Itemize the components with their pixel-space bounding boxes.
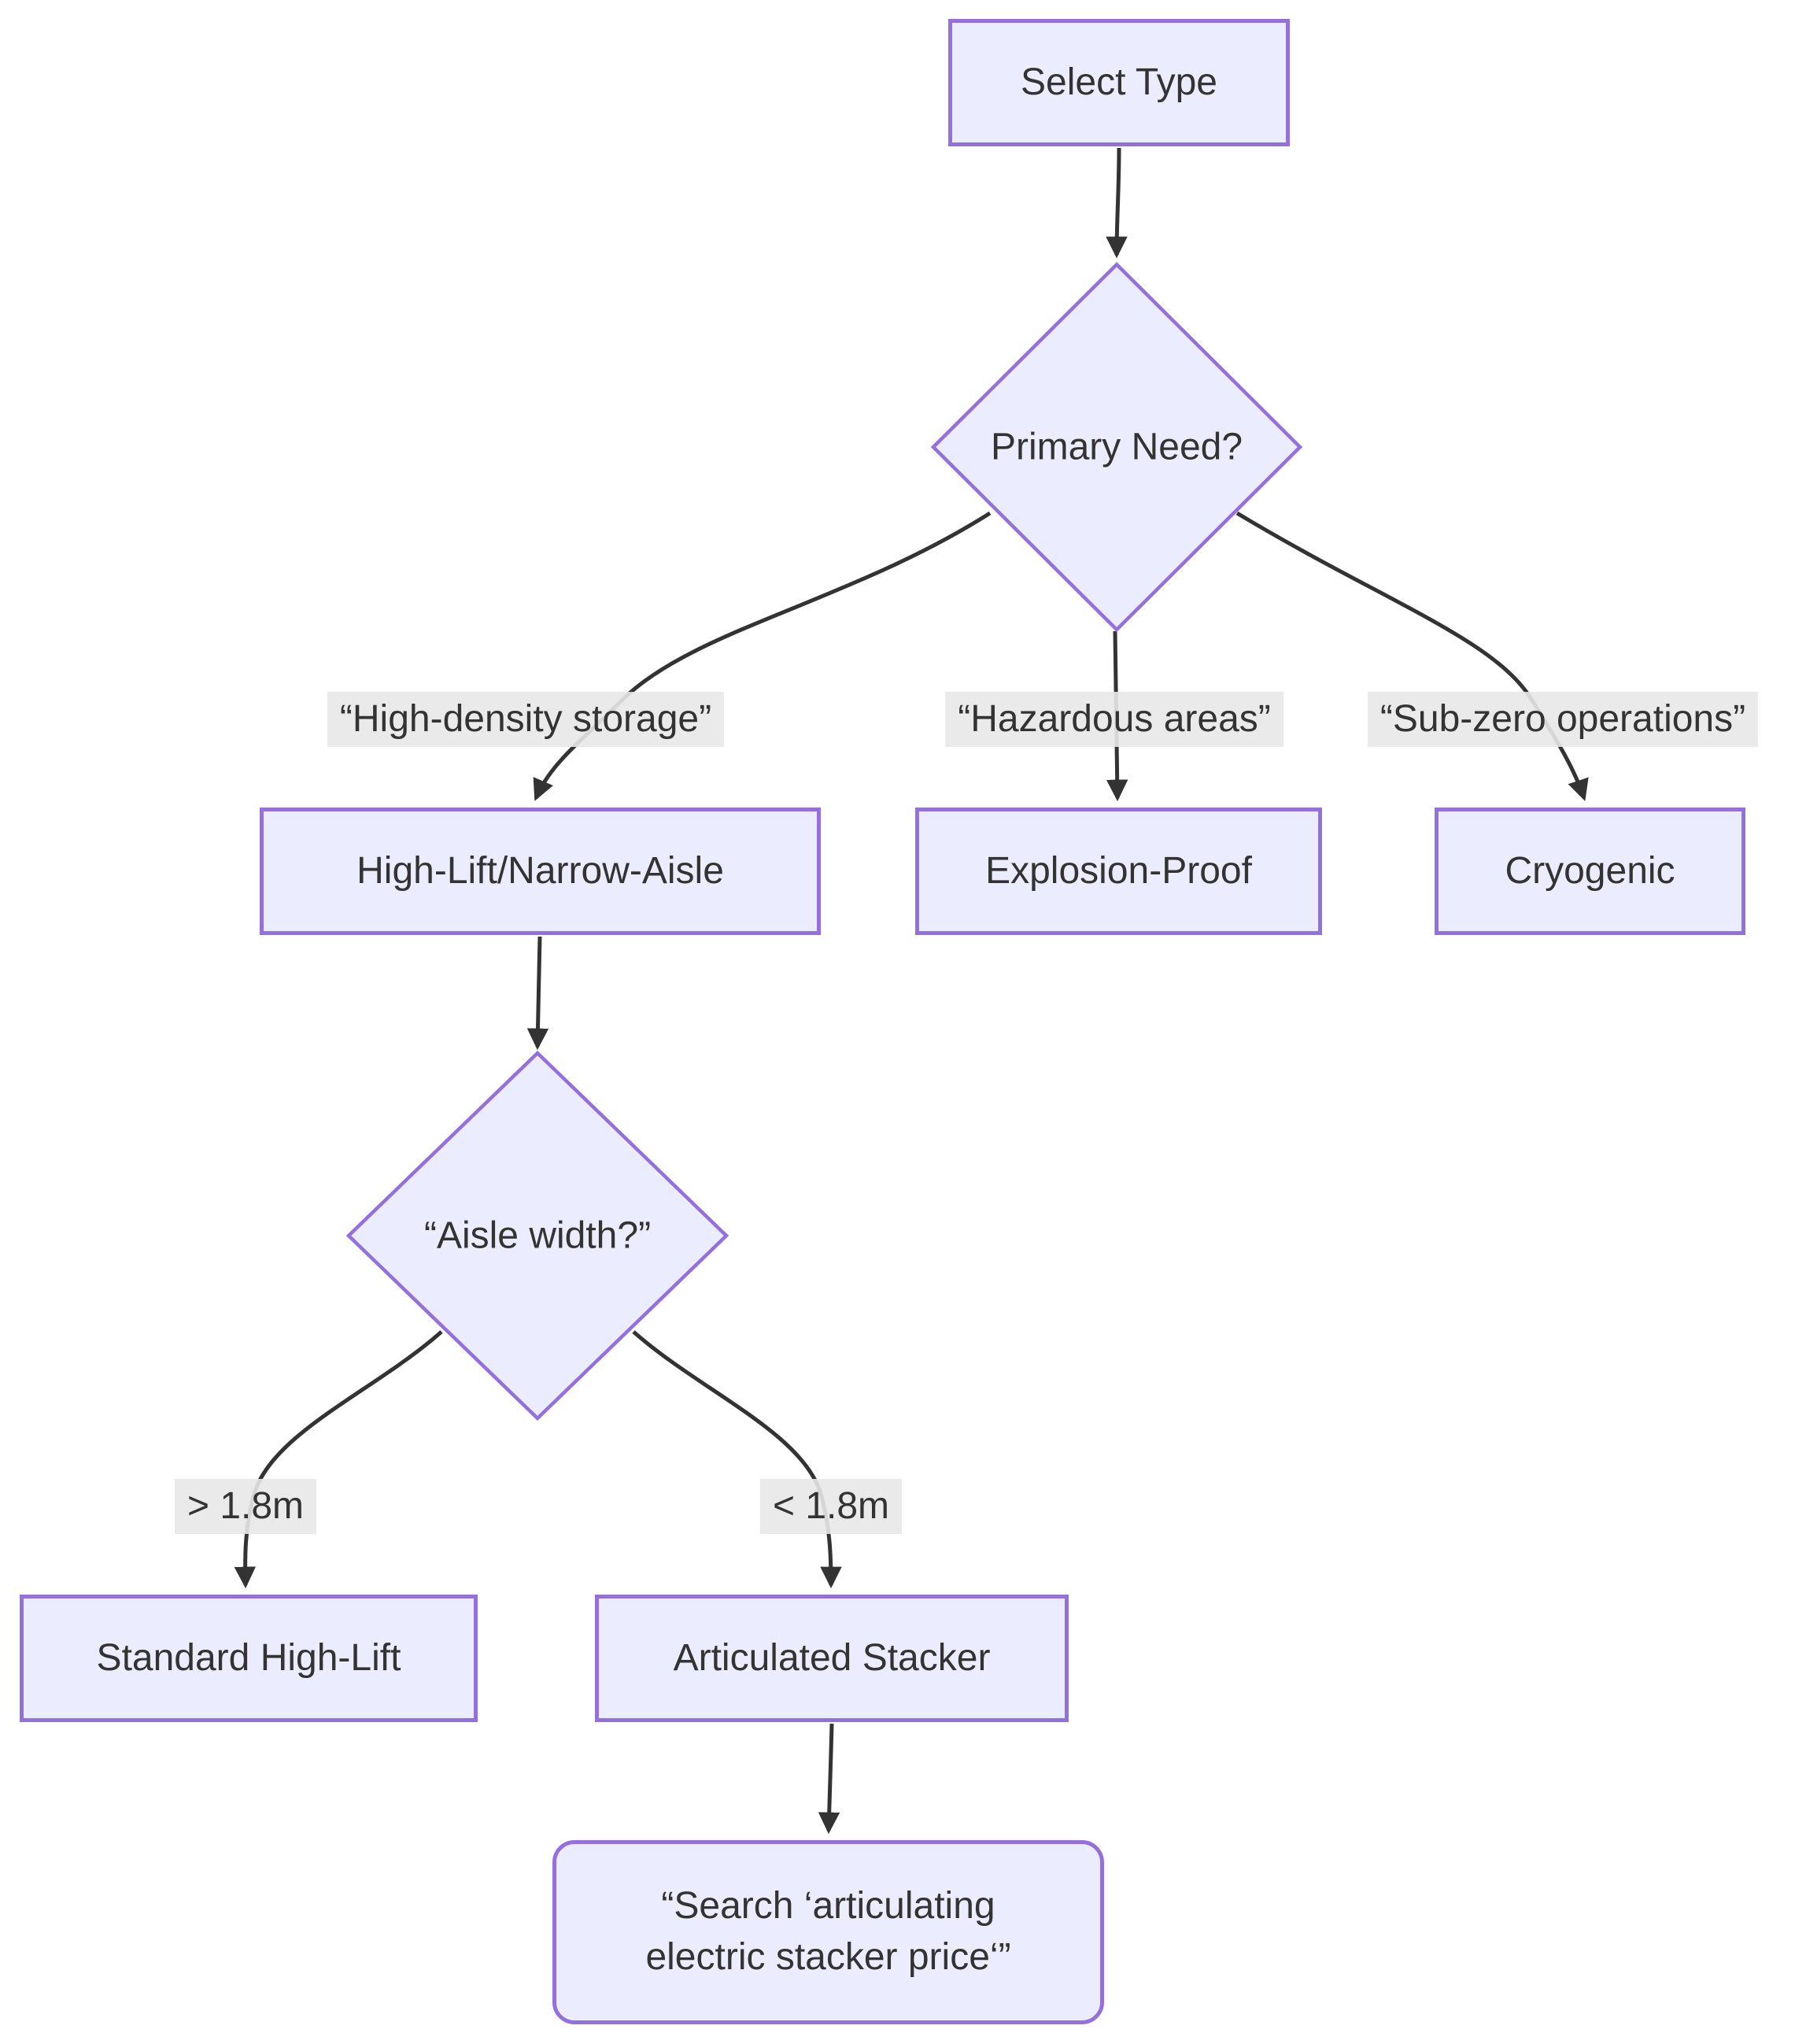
edge-primary-need-to-cryogenic: [1235, 511, 1589, 801]
cryogenic-node: Cryogenic: [1435, 808, 1745, 935]
edge-aisle-width-to-standard-high-lift: [234, 1330, 443, 1589]
select-type-label: Select Type: [1021, 61, 1217, 103]
edge-label-lt-1-8m: < 1.8m: [759, 1479, 903, 1534]
edge-primary-need-to-high-lift: [533, 511, 992, 801]
edge-high-lift-to-aisle-width: [526, 936, 549, 1051]
explosion-proof-node: Explosion-Proof: [915, 808, 1322, 935]
edge-aisle-width-to-articulated-stacker: [632, 1330, 842, 1589]
aisle-width-label: “Aisle width?”: [423, 1214, 652, 1257]
edge-articulated-stacker-to-search-action: [818, 1723, 840, 1835]
standard-high-lift-label: Standard High-Lift: [96, 1636, 401, 1679]
standard-high-lift-node: Standard High-Lift: [20, 1595, 478, 1722]
cryogenic-label: Cryogenic: [1505, 849, 1675, 892]
search-action-line-2: electric stacker price‘”: [645, 1936, 1011, 1978]
edge-select-to-primary-need: [1106, 147, 1128, 259]
edge-label-gt-1-8m: > 1.8m: [174, 1479, 317, 1534]
high-lift-narrow-aisle-label: High-Lift/Narrow-Aisle: [356, 849, 724, 892]
primary-need-label: Primary Need?: [990, 426, 1243, 468]
explosion-proof-label: Explosion-Proof: [985, 849, 1252, 892]
search-action-line-1: “Search ‘articulating: [661, 1885, 995, 1928]
select-type-node: Select Type: [948, 19, 1290, 146]
articulated-stacker-label: Articulated Stacker: [673, 1636, 991, 1679]
edge-label-hazardous-areas: “Hazardous areas”: [945, 692, 1283, 747]
aisle-width-diamond: [345, 1050, 729, 1421]
edge-label-high-density-storage: “High-density storage”: [327, 692, 725, 747]
search-action-node: “Search ‘articulating electric stacker p…: [552, 1840, 1104, 2024]
articulated-stacker-node: Articulated Stacker: [595, 1595, 1069, 1722]
high-lift-narrow-aisle-node: High-Lift/Narrow-Aisle: [260, 808, 821, 935]
primary-need-diamond: [930, 261, 1303, 633]
edge-label-sub-zero-operations: “Sub-zero operations”: [1367, 692, 1759, 747]
